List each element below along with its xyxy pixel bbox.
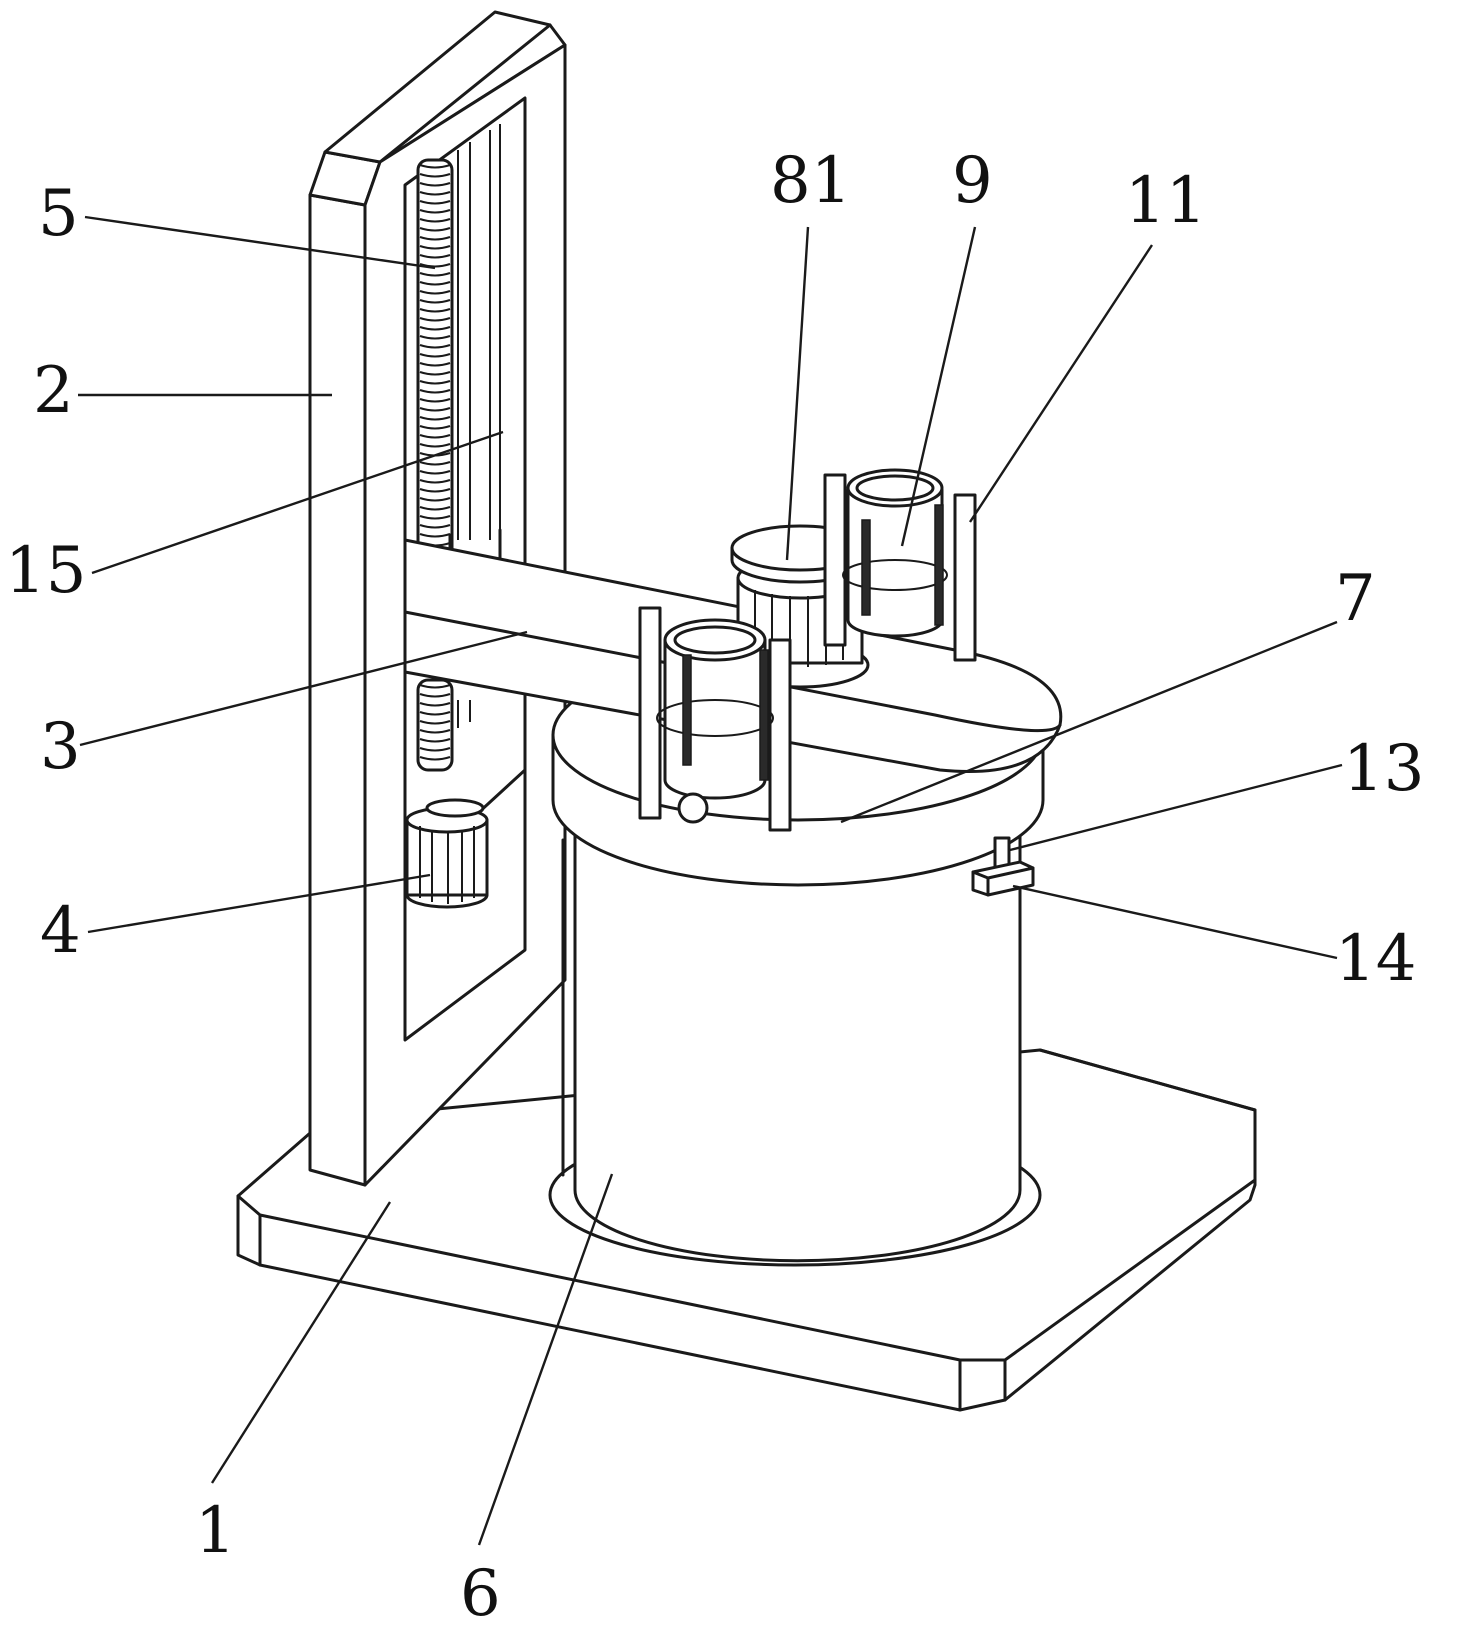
screw-thread [419, 191, 451, 196]
screw-thread [419, 245, 451, 250]
leader-81 [785, 226, 810, 561]
leader-14 [1012, 884, 1338, 960]
label-7: 7 [1335, 562, 1376, 636]
label-14: 14 [1335, 922, 1416, 996]
screw-thread [419, 756, 451, 761]
drive-motor [405, 798, 489, 909]
screw-thread [419, 380, 451, 385]
screw-thread [419, 209, 451, 214]
front-cylinder [638, 606, 792, 832]
screw-thread [419, 173, 451, 178]
leader-6 [477, 1173, 614, 1546]
screw-thread [419, 344, 451, 349]
screw-thread [419, 353, 451, 358]
leader-3 [79, 630, 528, 747]
screw-thread [419, 164, 451, 169]
screw-thread [419, 506, 451, 511]
screw-thread [419, 497, 451, 502]
tank [548, 828, 1042, 1267]
screw-thread [419, 227, 451, 232]
screw-thread [419, 407, 451, 412]
reference-labels: 5 2 15 3 4 1 6 81 9 11 7 13 14 [5, 144, 1424, 1629]
screw-thread [419, 182, 451, 187]
leader-9 [900, 226, 977, 547]
screw-thread [419, 236, 451, 241]
screw-thread [419, 299, 451, 304]
leader-4 [87, 873, 431, 934]
label-3: 3 [40, 710, 81, 784]
screw-thread [419, 326, 451, 331]
screw-thread [419, 425, 451, 430]
label-4: 4 [40, 894, 81, 968]
screw-thread [419, 434, 451, 439]
screw-thread [419, 398, 451, 403]
screw-thread [419, 317, 451, 322]
leader-11 [968, 244, 1154, 523]
label-9: 9 [952, 144, 993, 218]
screw-thread [419, 533, 451, 538]
screw-thread [419, 254, 451, 259]
screw-thread [419, 479, 451, 484]
label-13: 13 [1343, 732, 1424, 806]
label-6: 6 [460, 1557, 501, 1629]
screw-thread [419, 362, 451, 367]
label-2: 2 [33, 354, 74, 428]
leader-7 [840, 620, 1338, 824]
leader-lines [78, 215, 1343, 1546]
leader-13 [1009, 763, 1343, 852]
screw-thread [419, 461, 451, 466]
label-1: 1 [195, 1494, 236, 1568]
leader-15 [91, 430, 504, 575]
label-11: 11 [1125, 164, 1206, 238]
screw-thread [419, 702, 451, 707]
label-5: 5 [38, 177, 79, 251]
screw-thread [419, 684, 451, 689]
screw-thread [419, 524, 451, 529]
screw-thread [419, 738, 451, 743]
screw-thread [419, 711, 451, 716]
screw-thread [419, 488, 451, 493]
guide-rail [457, 124, 501, 728]
screw-thread [419, 729, 451, 734]
screw-thread [419, 693, 451, 698]
screw-thread [419, 389, 451, 394]
screw-thread [419, 281, 451, 286]
screw-thread [419, 747, 451, 752]
screw-thread [419, 470, 451, 475]
screw-thread [419, 371, 451, 376]
screw-thread [419, 720, 451, 725]
label-81: 81 [770, 144, 851, 218]
leader-5 [84, 215, 436, 270]
screw-thread [419, 443, 451, 448]
leader-1 [210, 1201, 392, 1484]
screw-thread [419, 335, 451, 340]
screw-thread [419, 218, 451, 223]
screw-thread [419, 416, 451, 421]
screw-thread [419, 308, 451, 313]
label-15: 15 [5, 534, 86, 608]
screw-thread [419, 272, 451, 277]
screw-thread [419, 515, 451, 520]
screw-thread [419, 263, 451, 268]
screw-thread [419, 290, 451, 295]
screw-thread [419, 200, 451, 205]
